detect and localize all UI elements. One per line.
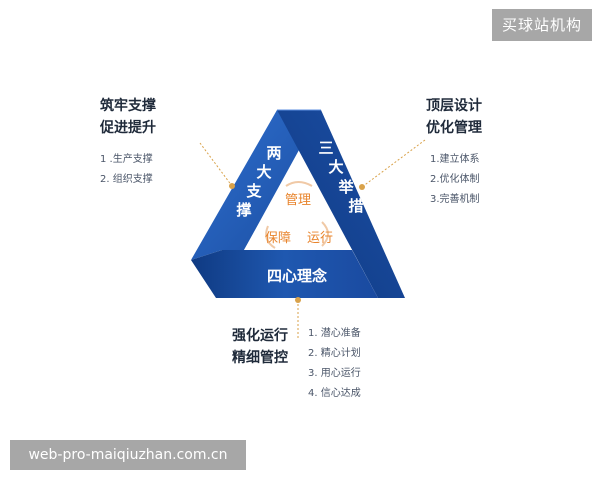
leader-dot-bottom [295,297,301,303]
left-side-char: 大 [256,163,271,181]
center-label-top: 管理 [285,193,311,208]
center-label-right: 运行 [307,231,333,246]
bottom-group-title-line-1: 强化运行 [232,328,288,344]
bottom-group-item: 1. 潜心准备 [308,328,361,339]
right-group: 顶层设计 优化管理 [426,95,482,139]
leader-dot-left [229,183,235,189]
leader-lines [199,139,426,338]
left-group-items: 1 .生产支撑 2. 组织支撑 [100,150,153,190]
right-side-char: 措 [348,197,363,215]
left-side-char: 撑 [236,201,251,219]
leader-line-left [199,142,233,187]
watermark-top-right: 买球站机构 [492,9,592,41]
triangle-left-band [191,110,321,260]
center-arc-left [265,225,276,249]
center-arc-right [321,221,329,247]
bottom-group-item: 2. 精心计划 [308,348,361,359]
center-arc-top [285,181,313,187]
right-side-text: 三 大 举 措 [318,139,363,215]
left-side-text: 两 大 支 撑 [236,144,281,219]
bottom-group: 强化运行 精细管控 [232,325,288,369]
right-side-char: 大 [328,158,343,176]
leader-dot-right [359,184,365,190]
center-cycle-arcs [265,181,329,249]
left-group-title-line-2: 促进提升 [100,120,156,136]
center-label-left: 保障 [265,231,291,246]
right-side-char: 举 [337,178,354,196]
triangle-bottom-band [191,250,378,298]
right-side-char: 三 [318,139,333,157]
right-group-item: 1.建立体系 [430,154,480,165]
right-group-item: 3.完善机制 [430,194,480,205]
left-side-char: 两 [266,144,281,162]
center-labels: 管理 保障 运行 [265,193,333,246]
right-group-title-line-2: 优化管理 [426,120,482,136]
bottom-group-item: 3. 用心运行 [308,368,361,379]
bottom-group-item: 4. 信心达成 [308,388,361,399]
left-side-char: 支 [245,182,262,200]
right-group-items: 1.建立体系 2.优化体制 3.完善机制 [430,150,480,210]
bottom-group-items: 1. 潜心准备 2. 精心计划 3. 用心运行 4. 信心达成 [308,324,361,404]
bottom-group-title-line-2: 精细管控 [232,350,288,366]
right-group-item: 2.优化体制 [430,174,480,185]
triangle-right-band [277,110,405,298]
left-group-title-line-1: 筑牢支撑 [100,98,156,114]
bottom-band-label: 四心理念 [267,267,327,285]
left-group-item: 1 .生产支撑 [100,154,153,165]
watermark-bottom-left: web-pro-maiqiuzhan.com.cn [10,440,246,470]
leader-line-right [361,139,426,188]
right-group-title-line-1: 顶层设计 [426,98,482,114]
left-group-item: 2. 组织支撑 [100,174,153,185]
left-group: 筑牢支撑 促进提升 [100,95,156,139]
